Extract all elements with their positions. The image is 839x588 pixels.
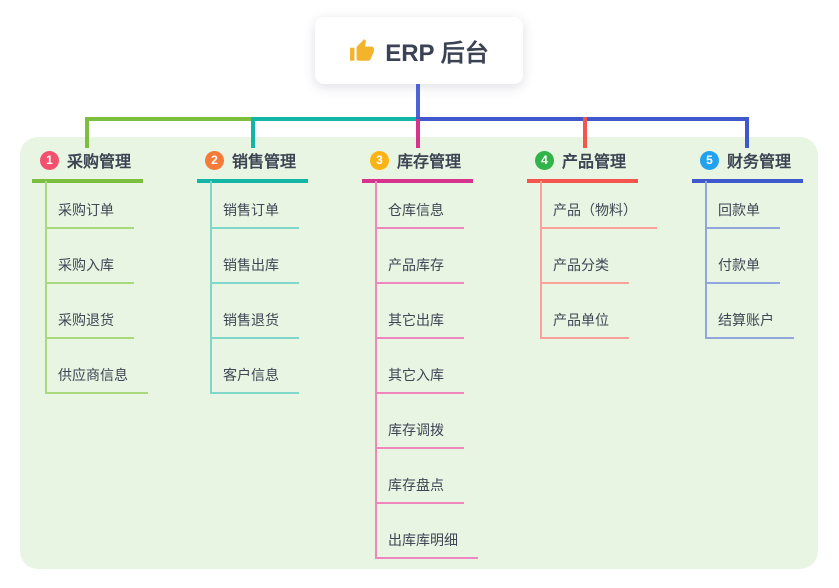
branch-drop-line [416, 119, 420, 148]
child-node[interactable]: 销售出库 [210, 254, 299, 284]
branch-number-badge: 2 [205, 150, 224, 170]
child-node[interactable]: 采购退货 [45, 309, 134, 339]
child-node[interactable]: 其它出库 [375, 309, 464, 339]
branch-children-connector-line [540, 181, 542, 339]
root-node-label: ERP 后台 [385, 40, 489, 67]
branch-children-connector-line [375, 181, 377, 559]
child-node[interactable]: 库存盘点 [375, 474, 464, 504]
branch-title-node[interactable]: 4 产品管理 [527, 148, 639, 183]
root-connector-line [416, 84, 420, 119]
child-node[interactable]: 销售订单 [210, 199, 299, 229]
branch-number-badge: 1 [40, 150, 59, 170]
child-node[interactable]: 产品（物料） [540, 199, 657, 229]
child-node[interactable]: 产品库存 [375, 254, 464, 284]
child-node[interactable]: 出库库明细 [375, 529, 478, 559]
branch-label: 采购管理 [67, 154, 132, 171]
branch-label: 库存管理 [397, 154, 462, 171]
child-node[interactable]: 采购入库 [45, 254, 134, 284]
child-node[interactable]: 产品单位 [540, 309, 629, 339]
child-node[interactable]: 结算账户 [705, 309, 794, 339]
child-node[interactable]: 付款单 [705, 254, 780, 284]
branch-number-badge: 3 [370, 150, 389, 170]
branch-drop-line [85, 117, 89, 148]
connector-segment-right [416, 117, 749, 121]
root-node[interactable]: ERP 后台 [315, 17, 523, 84]
connector-segment-middle [251, 117, 418, 121]
branch-label: 财务管理 [727, 154, 792, 171]
branch-title-node[interactable]: 1 采购管理 [32, 148, 144, 183]
child-node[interactable]: 库存调拨 [375, 419, 464, 449]
child-node[interactable]: 其它入库 [375, 364, 464, 394]
child-node[interactable]: 供应商信息 [45, 364, 148, 394]
branch-label: 销售管理 [232, 154, 297, 171]
child-node[interactable]: 回款单 [705, 199, 780, 229]
branch-drop-line [583, 117, 587, 148]
child-node[interactable]: 客户信息 [210, 364, 299, 394]
branch-title-node[interactable]: 2 销售管理 [197, 148, 309, 183]
child-node[interactable]: 采购订单 [45, 199, 134, 229]
branch-children-connector-line [705, 181, 707, 339]
branches-background-panel [20, 137, 818, 569]
branch-drop-line [251, 117, 255, 148]
branch-title-node[interactable]: 3 库存管理 [362, 148, 474, 183]
child-node[interactable]: 销售退货 [210, 309, 299, 339]
connector-segment-left [85, 117, 253, 121]
child-node[interactable]: 产品分类 [540, 254, 629, 284]
child-node[interactable]: 仓库信息 [375, 199, 464, 229]
branch-number-badge: 4 [535, 150, 554, 170]
thumbs-up-icon [350, 38, 375, 61]
branch-children-connector-line [210, 181, 212, 394]
branch-title-node[interactable]: 5 财务管理 [692, 148, 804, 183]
branch-number-badge: 5 [700, 150, 719, 170]
branch-children-connector-line [45, 181, 47, 394]
branch-drop-line [745, 117, 749, 148]
branch-label: 产品管理 [562, 154, 627, 171]
